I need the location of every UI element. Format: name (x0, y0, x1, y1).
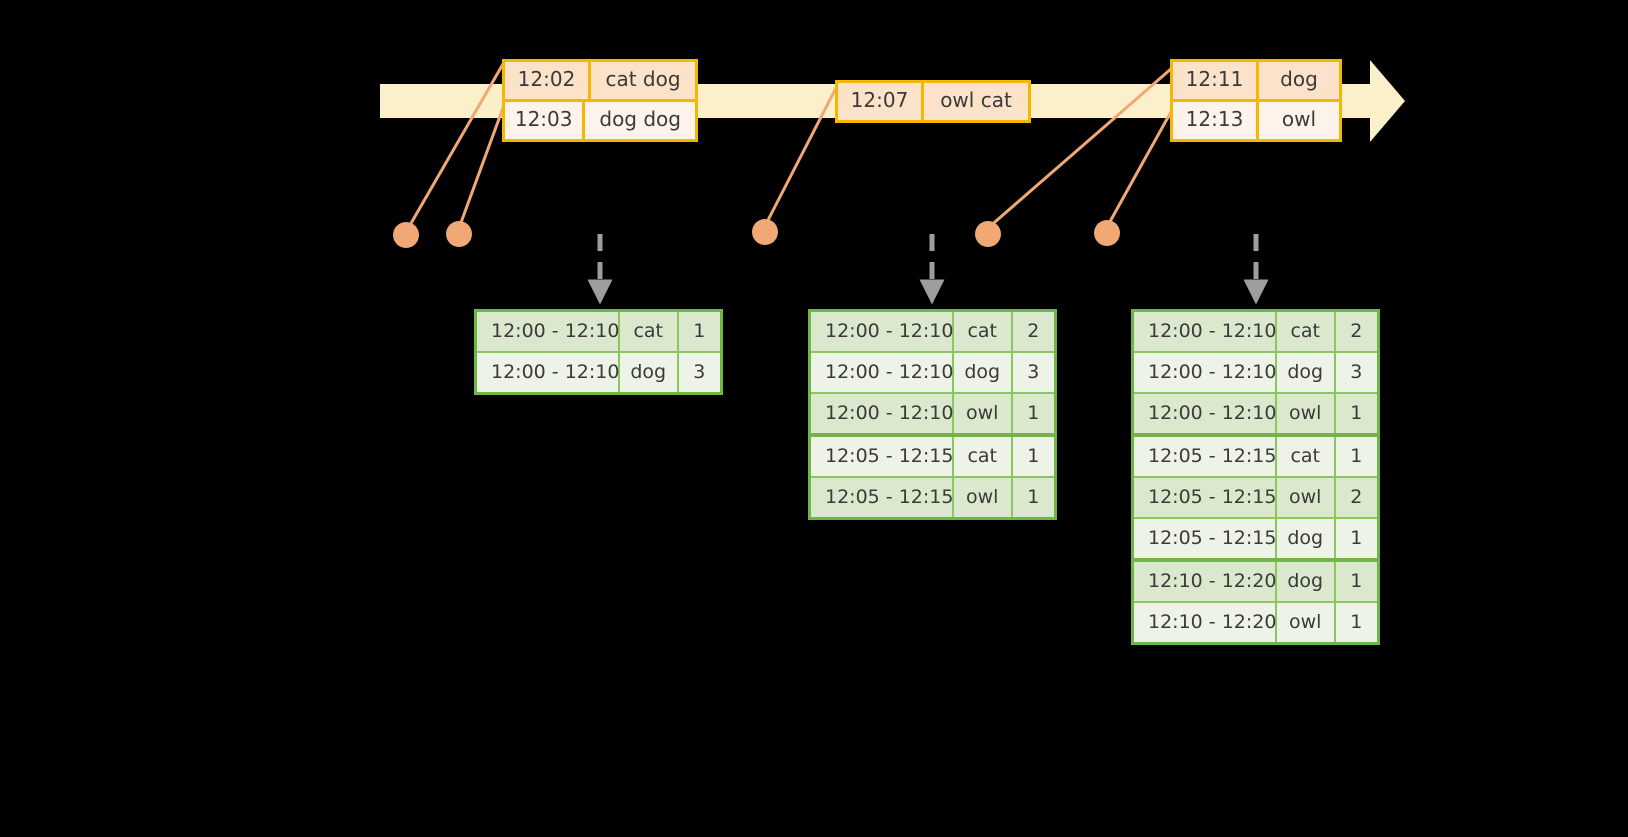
connector-line-3 (763, 86, 838, 228)
table-row[interactable]: 12:00 - 12:10 dog 3 (1134, 353, 1377, 394)
table-row[interactable]: 12:05 - 12:15 cat 1 (1134, 437, 1377, 478)
window-range: 12:00 - 12:10 (811, 353, 954, 392)
event-row[interactable]: 12:07 owl cat (838, 83, 1028, 120)
window-range: 12:00 - 12:10 (477, 353, 620, 392)
window-range: 12:10 - 12:20 (1134, 562, 1277, 601)
word-key: dog (1277, 519, 1336, 558)
event-payload: dog (1280, 67, 1318, 91)
dot-4-marker (975, 221, 1001, 247)
word-key: cat (1277, 437, 1336, 476)
window-range: 12:05 - 12:15 (1134, 519, 1277, 558)
word-key: cat (1277, 312, 1336, 351)
word-key: dog (954, 353, 1013, 392)
window-range: 12:00 - 12:10 (477, 312, 620, 351)
table-row[interactable]: 12:00 - 12:10 cat 2 (1134, 312, 1377, 353)
word-count: 1 (1350, 611, 1363, 633)
window-range: 12:00 - 12:10 (811, 394, 954, 433)
event-timestamp: 12:13 (1173, 102, 1259, 139)
word-key: owl (954, 478, 1013, 517)
connector-line-2 (457, 106, 505, 230)
word-key: owl (1277, 603, 1336, 642)
word-key: owl (1277, 394, 1336, 433)
table-row[interactable]: 12:00 - 12:10 dog 3 (477, 353, 720, 392)
word-count: 1 (1350, 402, 1363, 424)
word-key: dog (1277, 562, 1336, 601)
word-key: cat (954, 437, 1013, 476)
event-row[interactable]: 12:02 cat dog (505, 62, 695, 102)
event-row[interactable]: 12:03 dog dog (505, 102, 695, 139)
event-timestamp: 12:11 (1173, 62, 1259, 99)
window-range: 12:10 - 12:20 (1134, 603, 1277, 642)
connector-line-1 (404, 62, 505, 234)
event-group-1[interactable]: 12:02 cat dog 12:03 dog dog (502, 59, 698, 142)
word-count: 1 (1027, 486, 1040, 508)
connector-line-5 (1105, 108, 1174, 229)
word-count: 1 (1350, 527, 1363, 549)
event-group-3[interactable]: 12:11 dog 12:13 owl (1170, 59, 1342, 142)
window-range: 12:05 - 12:15 (811, 437, 954, 476)
table-row[interactable]: 12:00 - 12:10 owl 1 (811, 394, 1054, 437)
word-count: 1 (1350, 570, 1363, 592)
window-range: 12:00 - 12:10 (1134, 353, 1277, 392)
word-count: 3 (1027, 361, 1040, 383)
event-payload: cat dog (605, 67, 681, 91)
table-row[interactable]: 12:00 - 12:10 cat 2 (811, 312, 1054, 353)
window-range: 12:00 - 12:10 (1134, 394, 1277, 433)
window-range: 12:00 - 12:10 (811, 312, 954, 351)
window-range: 12:05 - 12:15 (1134, 478, 1277, 517)
result-table-1[interactable]: 12:00 - 12:10 cat 1 12:00 - 12:10 dog 3 (474, 309, 723, 395)
window-range: 12:00 - 12:10 (1134, 312, 1277, 351)
word-count: 2 (1350, 320, 1363, 342)
word-count: 2 (1027, 320, 1040, 342)
table-row[interactable]: 12:05 - 12:15 cat 1 (811, 437, 1054, 478)
table-row[interactable]: 12:05 - 12:15 owl 2 (1134, 478, 1377, 519)
event-group-2[interactable]: 12:07 owl cat (835, 80, 1031, 123)
event-payload: owl (1281, 107, 1317, 131)
event-row[interactable]: 12:11 dog (1173, 62, 1339, 102)
word-count: 1 (1027, 445, 1040, 467)
table-row[interactable]: 12:05 - 12:15 owl 1 (811, 478, 1054, 517)
word-key: cat (954, 312, 1013, 351)
word-key: dog (620, 353, 679, 392)
table-row[interactable]: 12:10 - 12:20 owl 1 (1134, 603, 1377, 642)
dot-2-marker (446, 221, 472, 247)
table-row[interactable]: 12:10 - 12:20 dog 1 (1134, 562, 1377, 603)
word-key: owl (1277, 478, 1336, 517)
word-count: 2 (1350, 486, 1363, 508)
word-count: 1 (693, 320, 706, 342)
table-row[interactable]: 12:05 - 12:15 dog 1 (1134, 519, 1377, 562)
result-table-3[interactable]: 12:00 - 12:10 cat 2 12:00 - 12:10 dog 3 … (1131, 309, 1380, 645)
event-payload: owl cat (940, 88, 1012, 112)
window-range: 12:05 - 12:15 (1134, 437, 1277, 476)
table-row[interactable]: 12:00 - 12:10 dog 3 (811, 353, 1054, 394)
word-count: 1 (1350, 445, 1363, 467)
event-timestamp: 12:02 (505, 62, 591, 99)
word-key: cat (620, 312, 679, 351)
event-row[interactable]: 12:13 owl (1173, 102, 1339, 139)
window-range: 12:05 - 12:15 (811, 478, 954, 517)
word-key: dog (1277, 353, 1336, 392)
table-row[interactable]: 12:00 - 12:10 cat 1 (477, 312, 720, 353)
event-payload: dog dog (599, 107, 681, 131)
word-key: owl (954, 394, 1013, 433)
event-connector-lines (404, 62, 1174, 234)
word-count: 3 (693, 361, 706, 383)
event-dots (393, 219, 1120, 248)
dot-1-marker (393, 222, 419, 248)
event-timestamp: 12:07 (838, 83, 924, 120)
word-count: 3 (1350, 361, 1363, 383)
table-row[interactable]: 12:00 - 12:10 owl 1 (1134, 394, 1377, 437)
dot-3-marker (752, 219, 778, 245)
dot-5-marker (1094, 220, 1120, 246)
result-table-2[interactable]: 12:00 - 12:10 cat 2 12:00 - 12:10 dog 3 … (808, 309, 1057, 520)
connector-line-4 (986, 66, 1174, 230)
event-timestamp: 12:03 (505, 102, 586, 139)
result-flow-arrows (587, 234, 1269, 305)
word-count: 1 (1027, 402, 1040, 424)
